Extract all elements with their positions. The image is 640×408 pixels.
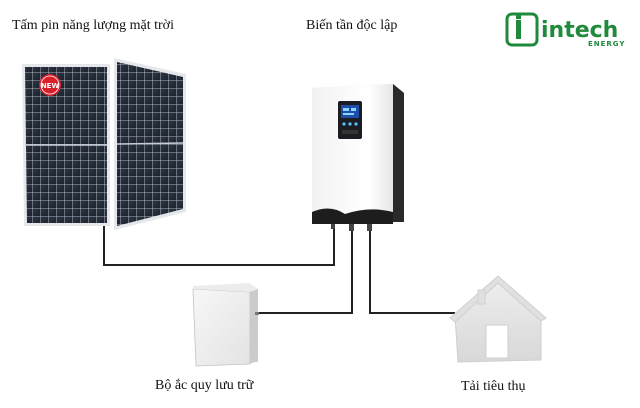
- battery-label: Bộ ắc quy lưu trữ: [155, 378, 254, 393]
- new-badge-text: NEW: [41, 82, 60, 90]
- inverter-to-load-line: [369, 231, 455, 314]
- battery-image: [192, 283, 259, 367]
- house-icon: [449, 275, 547, 363]
- solar-panel-image: [22, 58, 186, 230]
- intech-logo: intech ENERGY: [505, 12, 625, 48]
- load-label: Tải tiêu thụ: [461, 379, 526, 394]
- panel-label: Tấm pin năng lượng mặt trời: [12, 18, 174, 33]
- new-badge: NEW: [39, 74, 61, 96]
- logo-brand-text: intech: [541, 18, 618, 43]
- connection-lines: [103, 225, 455, 314]
- battery-to-inverter-line: [258, 231, 353, 314]
- panel-to-inverter-line: [103, 225, 335, 266]
- logo-sub-text: ENERGY: [588, 40, 625, 48]
- inverter-image: [312, 84, 404, 231]
- inverter-label: Biến tần độc lập: [306, 18, 398, 33]
